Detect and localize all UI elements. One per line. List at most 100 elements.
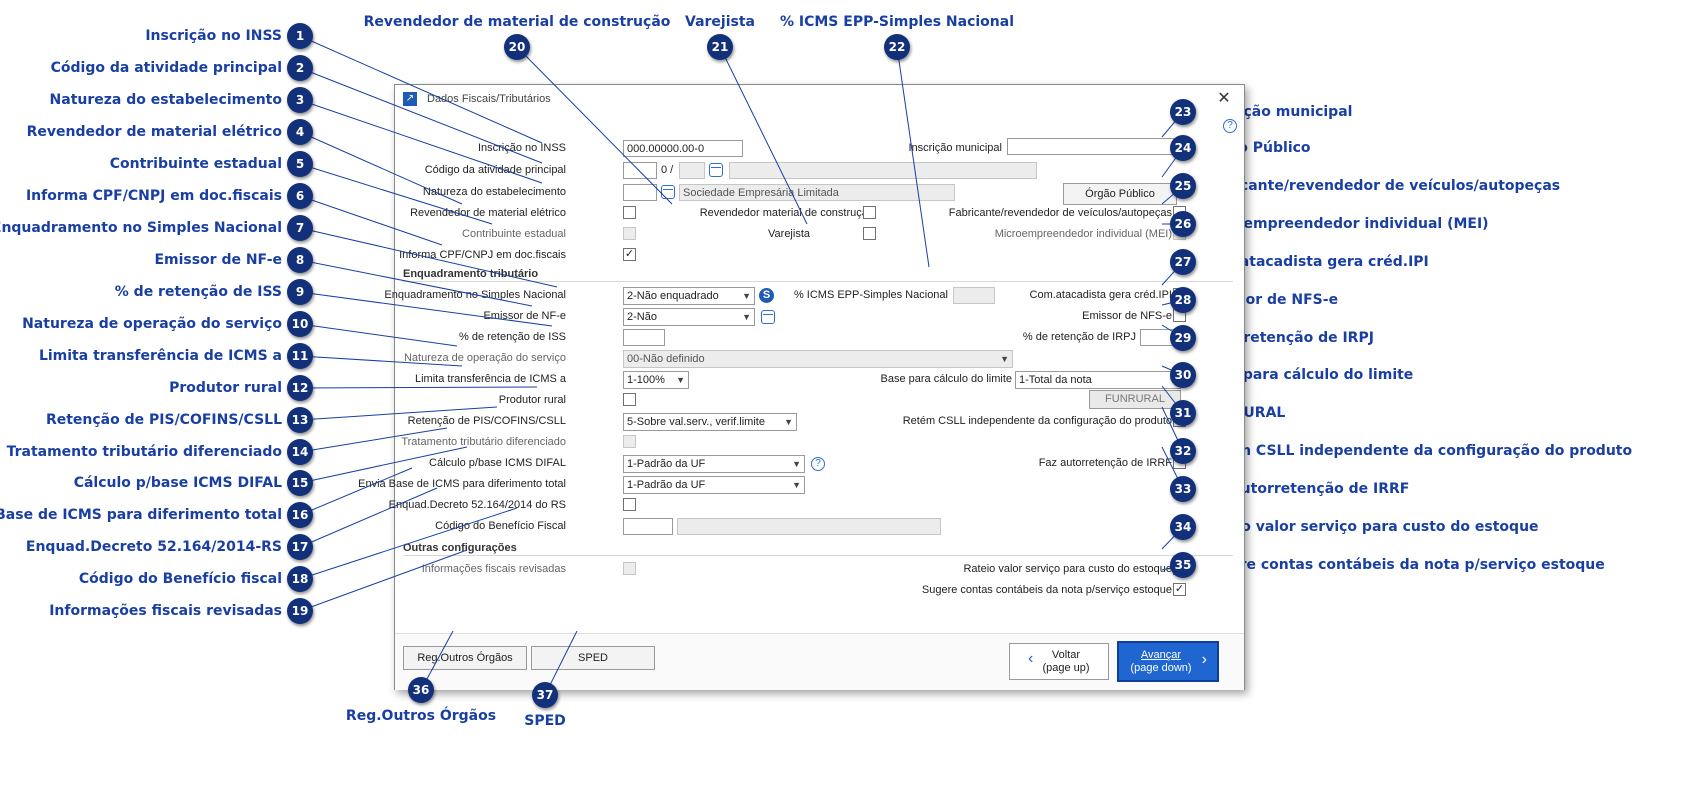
varejista-checkbox[interactable] [863,227,876,240]
pis-label: Retenção de PIS/COFINS/CSLL [407,415,566,427]
beneficio-label: Código do Benefício Fiscal [435,520,566,532]
base-calc-label: Base para cálculo do limite [880,373,1012,385]
callout-badge-5: 5 [287,151,313,177]
beneficio-input[interactable] [623,518,673,535]
rev-construcao-checkbox[interactable] [863,206,876,219]
callout-label-6: Informa CPF/CNPJ em doc.fiscais [25,188,282,204]
callout-label-25: Fabricante/revendedor de veículos/autope… [1200,178,1561,194]
divider [403,281,1233,282]
rev-construcao-label: Revendedor material de construção [699,207,874,219]
contribuinte-label: Contribuinte estadual [462,228,566,240]
callout-badge-28: 28 [1170,287,1196,313]
trat-checkbox[interactable] [623,435,636,448]
callout-label-17: Enquad.Decreto 52.164/2014-RS [25,539,282,555]
base-calc-select[interactable]: 1-Total da nota▼ [1015,371,1181,389]
avancar-label: Avançar [1140,649,1182,661]
callout-badge-13: 13 [287,407,313,433]
nat-serv-value: 00-Não definido [627,353,705,365]
csll-label: Retém CSLL independente da configuração … [902,415,1172,427]
title-bar: ↗ Dados Fiscais/Tributários ✕ [395,85,1244,113]
natureza-label: Natureza do estabelecimento [422,186,566,198]
sped-button[interactable]: SPED [531,646,655,670]
orgao-publico-button[interactable]: Órgão Público [1063,183,1177,205]
decreto-label: Enquad.Decreto 52.164/2014 do RS [388,499,566,511]
simples-value: 2-Não enquadrado [627,290,719,302]
nfe-select[interactable]: 2-Não ▼ [623,308,755,326]
iss-input[interactable] [623,329,665,346]
natureza-input[interactable] [623,184,657,201]
produtor-label: Produtor rural [498,394,566,406]
nat-serv-select[interactable]: 00-Não definido▼ [623,350,1013,368]
callout-label-20: Revendedor de material de construção [363,14,671,30]
help-icon[interactable]: ? [1223,119,1237,133]
icms-epp-input[interactable] [953,287,995,304]
revisadas-checkbox[interactable] [623,562,636,575]
database-icon[interactable] [661,185,675,199]
callout-label-1: Inscrição no INSS [145,28,282,44]
atacadista-label: Com.atacadista gera créd.IPI [1029,289,1172,301]
cpf-checkbox[interactable]: ✓ [623,248,636,261]
envia-label: Envia Base de ICMS para diferimento tota… [358,478,566,490]
icms-epp-label: % ICMS EPP-Simples Nacional [793,289,948,301]
inss-input[interactable]: 000.00000.00-0 [623,140,743,157]
callout-label-30: Base para cálculo do limite [1200,367,1414,383]
decreto-checkbox[interactable] [623,498,636,511]
envia-select[interactable]: 1-Padrão da UF▼ [623,476,805,494]
reg-outros-orgaos-button[interactable]: Reg.Outros Órgãos [403,646,527,670]
callout-badge-34: 34 [1170,514,1196,540]
municipal-input[interactable] [1007,138,1175,155]
irpj-label: % de retenção de IRPJ [1022,331,1136,343]
avancar-hint: (page down) [1130,662,1192,674]
callout-label-27: Com.atacadista gera créd.IPI [1200,254,1429,270]
funrural-button[interactable]: FUNRURAL [1089,390,1181,409]
chevron-down-icon: ▼ [792,480,801,490]
callout-label-33: Faz autorretenção de IRRF [1200,481,1410,497]
rev-eletrico-checkbox[interactable] [623,206,636,219]
inss-label: Inscrição no INSS [477,142,566,154]
help-icon[interactable]: ? [811,457,825,471]
callout-badge-31: 31 [1170,400,1196,426]
callout-label-35: Sugere contas contábeis da nota p/serviç… [1200,557,1605,573]
sugere-checkbox[interactable]: ✓ [1173,583,1186,596]
contribuinte-checkbox[interactable] [623,227,636,240]
callout-label-9: % de retenção de ISS [114,284,282,300]
simples-select[interactable]: 2-Não enquadrado▼ [623,287,755,305]
callout-badge-20: 20 [504,34,530,60]
callout-badge-33: 33 [1170,476,1196,502]
database-icon[interactable] [761,310,775,324]
section-outras: Outras configurações [403,542,517,554]
callout-label-10: Natureza de operação do serviço [22,316,282,332]
cpf-label: Informa CPF/CNPJ em doc.fiscais [399,249,566,261]
callout-badge-37: 37 [532,682,558,708]
callout-badge-24: 24 [1170,135,1196,161]
beneficio-description [677,518,941,535]
callout-label-37: SPED [524,713,566,729]
callout-badge-6: 6 [287,183,313,209]
chevron-down-icon: ▼ [792,459,801,469]
simples-nacional-icon[interactable]: S [759,288,774,303]
cod-ativ-input-1[interactable] [623,162,657,179]
callout-badge-4: 4 [287,119,313,145]
chevron-right-icon: › [1201,651,1207,668]
callout-label-2: Código da atividade principal [50,60,282,76]
cod-ativ-input-2[interactable] [679,162,705,179]
chevron-down-icon: ▼ [742,312,751,322]
callout-label-21: Varejista [685,14,755,30]
base-calc-value: 1-Total da nota [1019,374,1092,386]
avancar-button[interactable]: Avançar (page down) › [1117,641,1219,682]
callout-badge-12: 12 [287,375,313,401]
callout-badge-18: 18 [287,566,313,592]
simples-label: Enquadramento no Simples Nacional [384,289,566,301]
callout-badge-35: 35 [1170,552,1196,578]
nfe-value: 2-Não [627,311,657,323]
limita-select[interactable]: 1-100%▼ [623,371,689,389]
pis-select[interactable]: 5-Sobre val.serv., verif.limite▼ [623,413,797,431]
voltar-button[interactable]: ‹ Voltar (page up) [1009,643,1109,680]
produtor-checkbox[interactable] [623,393,636,406]
database-icon[interactable] [709,163,723,177]
chevron-down-icon: ▼ [676,375,685,385]
difal-select[interactable]: 1-Padrão da UF▼ [623,455,805,473]
close-icon[interactable]: ✕ [1217,90,1231,107]
callout-badge-9: 9 [287,279,313,305]
voltar-label: Voltar [1051,649,1081,661]
